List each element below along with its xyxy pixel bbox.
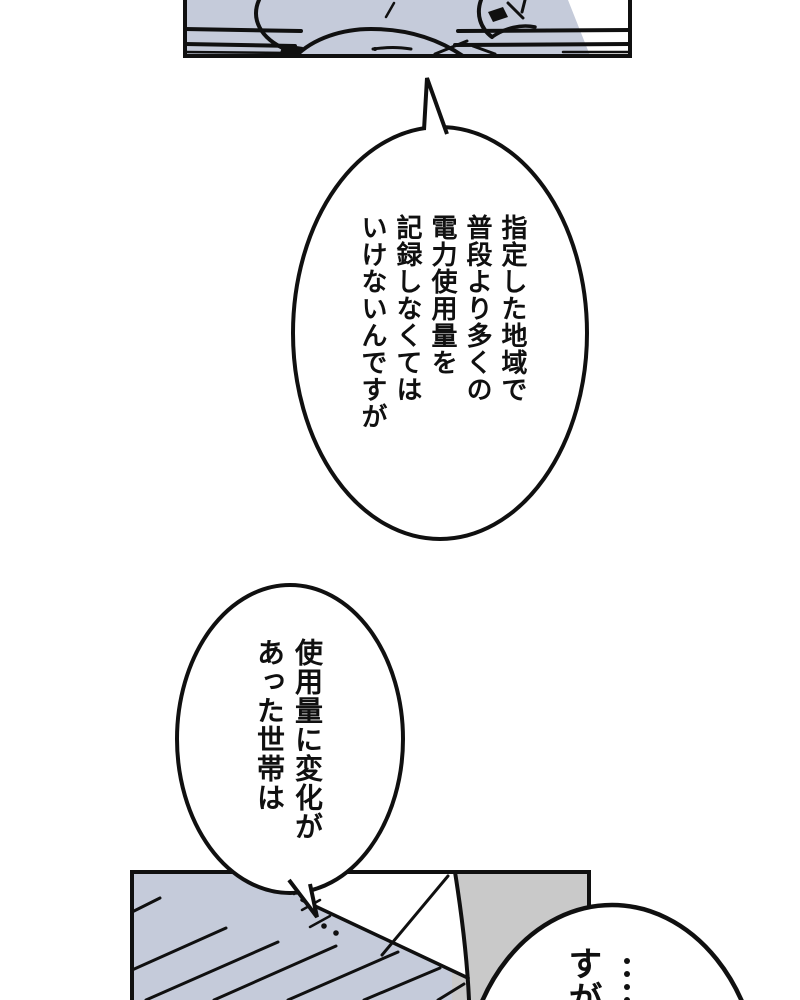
fabric-line (130, 926, 228, 972)
pillow-shape (302, 872, 468, 978)
arm-detail-line (520, 0, 527, 14)
speech-bubble-2-text: 使用量に変化が あった世帯は (248, 638, 326, 863)
blanket-edge-line (300, 898, 470, 980)
dialogue-line: いけないんですが (358, 214, 388, 430)
figure-arm-line (476, 0, 494, 39)
top-panel (183, 0, 632, 58)
fold-line (433, 39, 469, 56)
vertical-ellipsis-dots (624, 958, 632, 1000)
dialogue-line: すが (563, 946, 601, 1000)
speech-bubble-2 (165, 573, 415, 933)
fabric-line (130, 896, 162, 914)
figure-arm-line (254, 0, 289, 52)
fold-line (380, 874, 450, 957)
speech-bubble-3-text: すが (561, 946, 601, 1000)
sketch-dash (384, 1, 396, 19)
fabric-line (362, 966, 442, 1000)
bubble-tail (422, 77, 449, 135)
dialogue-line: 普段より多くの (463, 214, 493, 403)
counter-line (453, 42, 632, 47)
shadow-wedge (488, 7, 508, 22)
bubble-tail (287, 878, 319, 919)
dialogue-line: 電力使用量を (428, 214, 458, 376)
top-panel-art (183, 0, 632, 58)
ellipsis-dot (624, 984, 630, 990)
speech-bubble-3 (440, 895, 800, 1000)
ellipsis-dot (624, 971, 630, 977)
figure-back-line (293, 26, 465, 58)
speech-bubble-1 (280, 70, 600, 548)
stitch-mark (308, 914, 332, 929)
ellipsis-dot (624, 958, 630, 964)
dialogue-line: あった世帯は (254, 638, 285, 812)
speech-bubble-1-text: 指定した地域で 普段より多くの 電力使用量を 記録しなくては いけないんですが (352, 214, 530, 458)
counter-line (183, 50, 293, 55)
bubble-ellipse (175, 583, 405, 895)
fabric-line (144, 940, 280, 1000)
arm-detail-line (506, 1, 525, 20)
fold-line (471, 44, 497, 56)
counter-line (183, 27, 303, 33)
dialogue-line: 指定した地域で (498, 214, 528, 403)
belt-dot (373, 47, 377, 51)
fabric-line (286, 950, 400, 1000)
dialogue-line: 記録しなくては (393, 214, 423, 403)
fabric-line (212, 944, 338, 1000)
ink-dot (321, 923, 327, 929)
arm-detail-line (490, 24, 537, 39)
belt-line (371, 46, 413, 51)
ink-dot (333, 930, 339, 936)
dialogue-line: 使用量に変化が (292, 638, 323, 841)
speech-bubble-1-shape (291, 77, 589, 541)
panel-border (183, 0, 632, 58)
speech-bubble-3-shape (480, 902, 744, 1000)
ellipsis-dot (624, 997, 630, 1000)
bubble-ellipse (480, 902, 744, 1000)
fabric-line (436, 982, 466, 1000)
pillow-edge-curve (453, 870, 471, 1000)
speech-bubble-2-shape (175, 583, 405, 919)
